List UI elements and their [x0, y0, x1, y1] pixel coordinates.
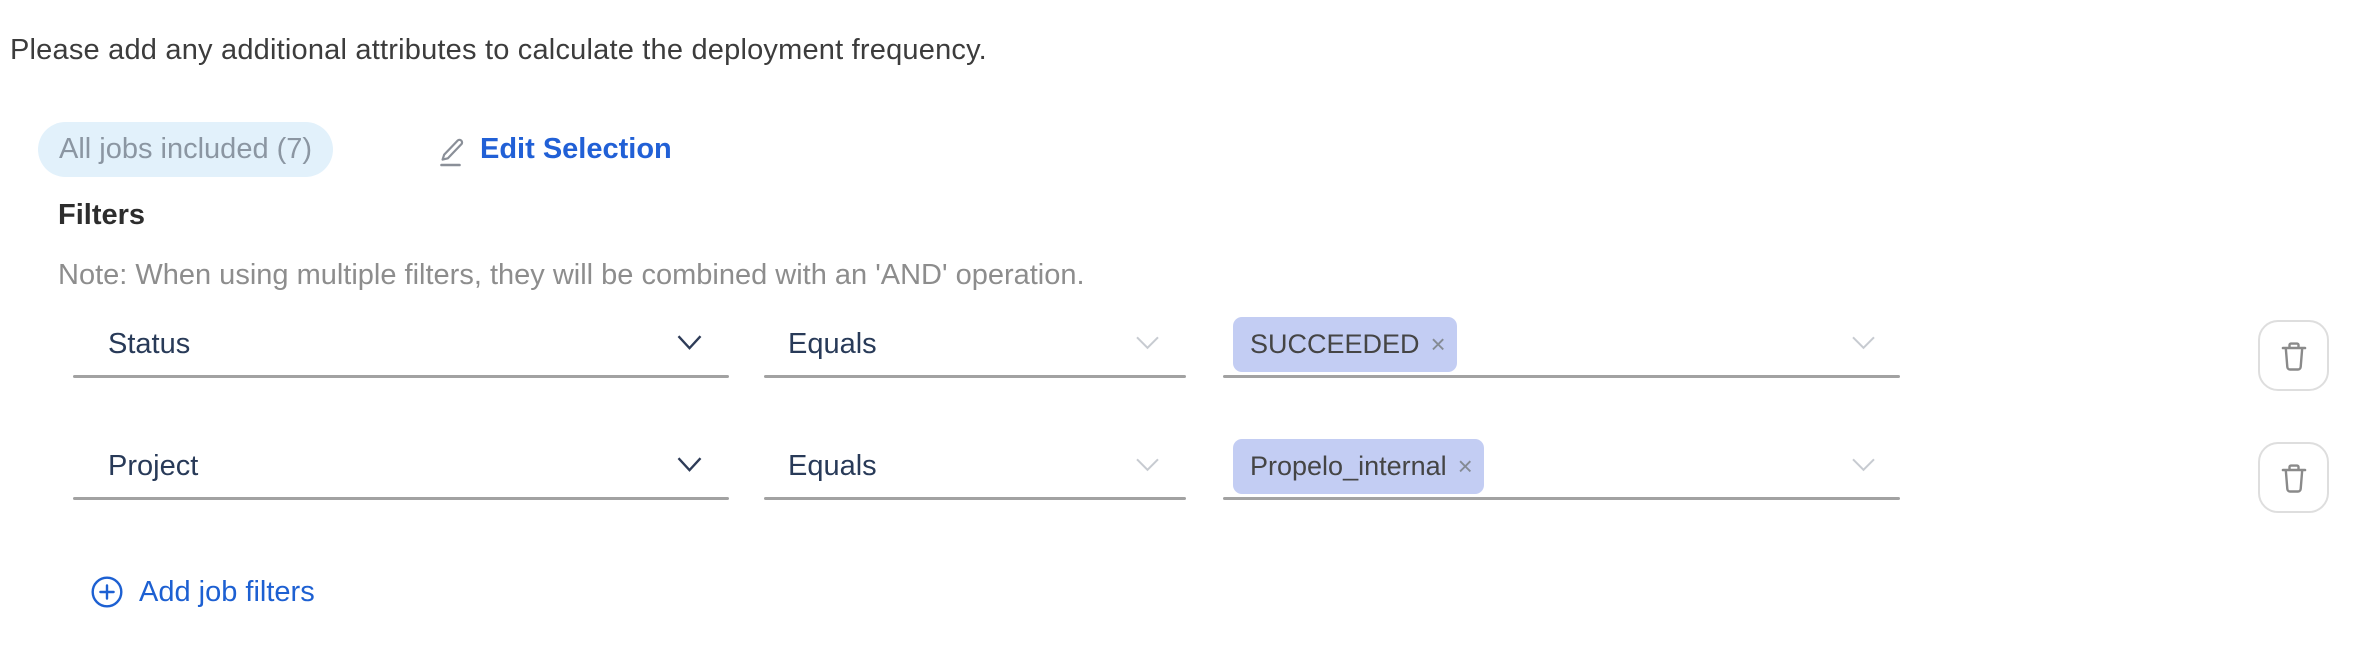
operator-select[interactable]: Equals: [764, 432, 1186, 500]
plus-circle-icon: [90, 575, 124, 609]
add-job-filters-label: Add job filters: [139, 575, 315, 608]
jobs-included-label: All jobs included (7): [59, 133, 313, 165]
trash-icon: [2278, 339, 2310, 373]
chevron-down-icon: [676, 334, 703, 351]
instruction-text: Please add any additional attributes to …: [10, 34, 987, 66]
selected-value-tag: SUCCEEDED ×: [1233, 316, 1457, 372]
add-job-filters-button[interactable]: Add job filters: [90, 575, 315, 609]
edit-selection-button[interactable]: Edit Selection: [437, 122, 672, 177]
pencil-icon: [437, 133, 467, 167]
filters-note: Note: When using multiple filters, they …: [58, 259, 1085, 291]
selected-value-label: Propelo_internal: [1250, 450, 1447, 481]
chevron-down-icon: [1135, 457, 1160, 472]
edit-selection-label: Edit Selection: [480, 133, 672, 165]
attribute-select[interactable]: Status: [73, 310, 729, 378]
remove-value-icon[interactable]: ×: [1430, 329, 1446, 359]
attribute-select-value: Status: [108, 327, 191, 360]
selected-value-label: SUCCEEDED: [1250, 328, 1420, 359]
chevron-down-icon: [1851, 457, 1876, 472]
values-select[interactable]: Propelo_internal ×: [1223, 432, 1900, 500]
values-select[interactable]: SUCCEEDED ×: [1223, 310, 1900, 378]
operator-select[interactable]: Equals: [764, 310, 1186, 378]
trash-icon: [2278, 461, 2310, 495]
remove-value-icon[interactable]: ×: [1457, 451, 1473, 481]
filters-heading: Filters: [58, 199, 146, 231]
chevron-down-icon: [676, 456, 703, 473]
delete-filter-button[interactable]: [2258, 320, 2329, 391]
operator-select-value: Equals: [788, 449, 877, 482]
attribute-select-value: Project: [108, 449, 199, 482]
delete-filter-button[interactable]: [2258, 442, 2329, 513]
chevron-down-icon: [1135, 335, 1160, 350]
operator-select-value: Equals: [788, 327, 877, 360]
attribute-select[interactable]: Project: [73, 432, 729, 500]
selected-value-tag: Propelo_internal ×: [1233, 438, 1484, 494]
jobs-included-badge: All jobs included (7): [38, 122, 334, 177]
chevron-down-icon: [1851, 335, 1876, 350]
